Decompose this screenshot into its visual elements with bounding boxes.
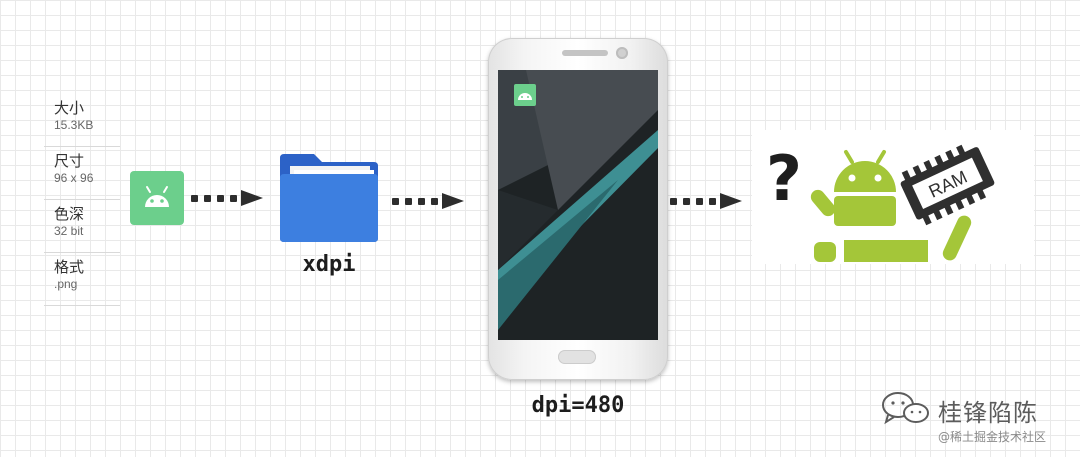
info-row-format: 格式 .png — [44, 258, 120, 306]
phone-camera — [616, 47, 628, 59]
phone-label: dpi=480 — [531, 393, 625, 418]
arrow-icon-1 — [191, 190, 263, 206]
info-value: 15.3KB — [54, 118, 94, 132]
info-label: 色深 — [54, 205, 85, 223]
watermark-sub: @稀土掘金技术社区 — [938, 430, 1047, 444]
phone-speaker — [562, 50, 608, 56]
arrow-icon-2 — [392, 193, 464, 209]
info-row-depth: 色深 32 bit — [44, 205, 120, 253]
info-label: 大小 — [54, 99, 85, 117]
phone-screen — [498, 70, 658, 340]
phone-device — [488, 38, 668, 380]
info-value: 32 bit — [54, 224, 84, 238]
folder-icon — [276, 150, 382, 244]
info-row-size: 大小 15.3KB — [44, 99, 120, 147]
info-value: .png — [54, 277, 78, 291]
info-label: 尺寸 — [54, 152, 85, 170]
info-value: 96 x 96 — [54, 171, 94, 185]
memory-illustration: ? RAM — [752, 130, 1034, 264]
screen-app-icon — [514, 84, 536, 106]
file-info-panel: 大小 15.3KB 尺寸 96 x 96 色深 32 bit 格式 .png — [44, 94, 120, 306]
wallpaper-graphic — [498, 70, 658, 340]
info-label: 格式 — [54, 258, 85, 276]
folder-label: xdpi — [302, 252, 356, 277]
android-head-icon — [145, 186, 169, 207]
wechat-icon — [880, 391, 930, 430]
android-app-icon — [130, 171, 184, 225]
home-button — [558, 350, 596, 364]
watermark-name: 桂锋陷陈 — [938, 399, 1038, 427]
ram-chip-icon: RAM — [900, 144, 995, 226]
android-robot-icon — [810, 150, 972, 262]
info-row-dimensions: 尺寸 96 x 96 — [44, 152, 120, 200]
question-mark-icon: ? — [766, 142, 802, 215]
arrow-icon-3 — [670, 193, 742, 209]
